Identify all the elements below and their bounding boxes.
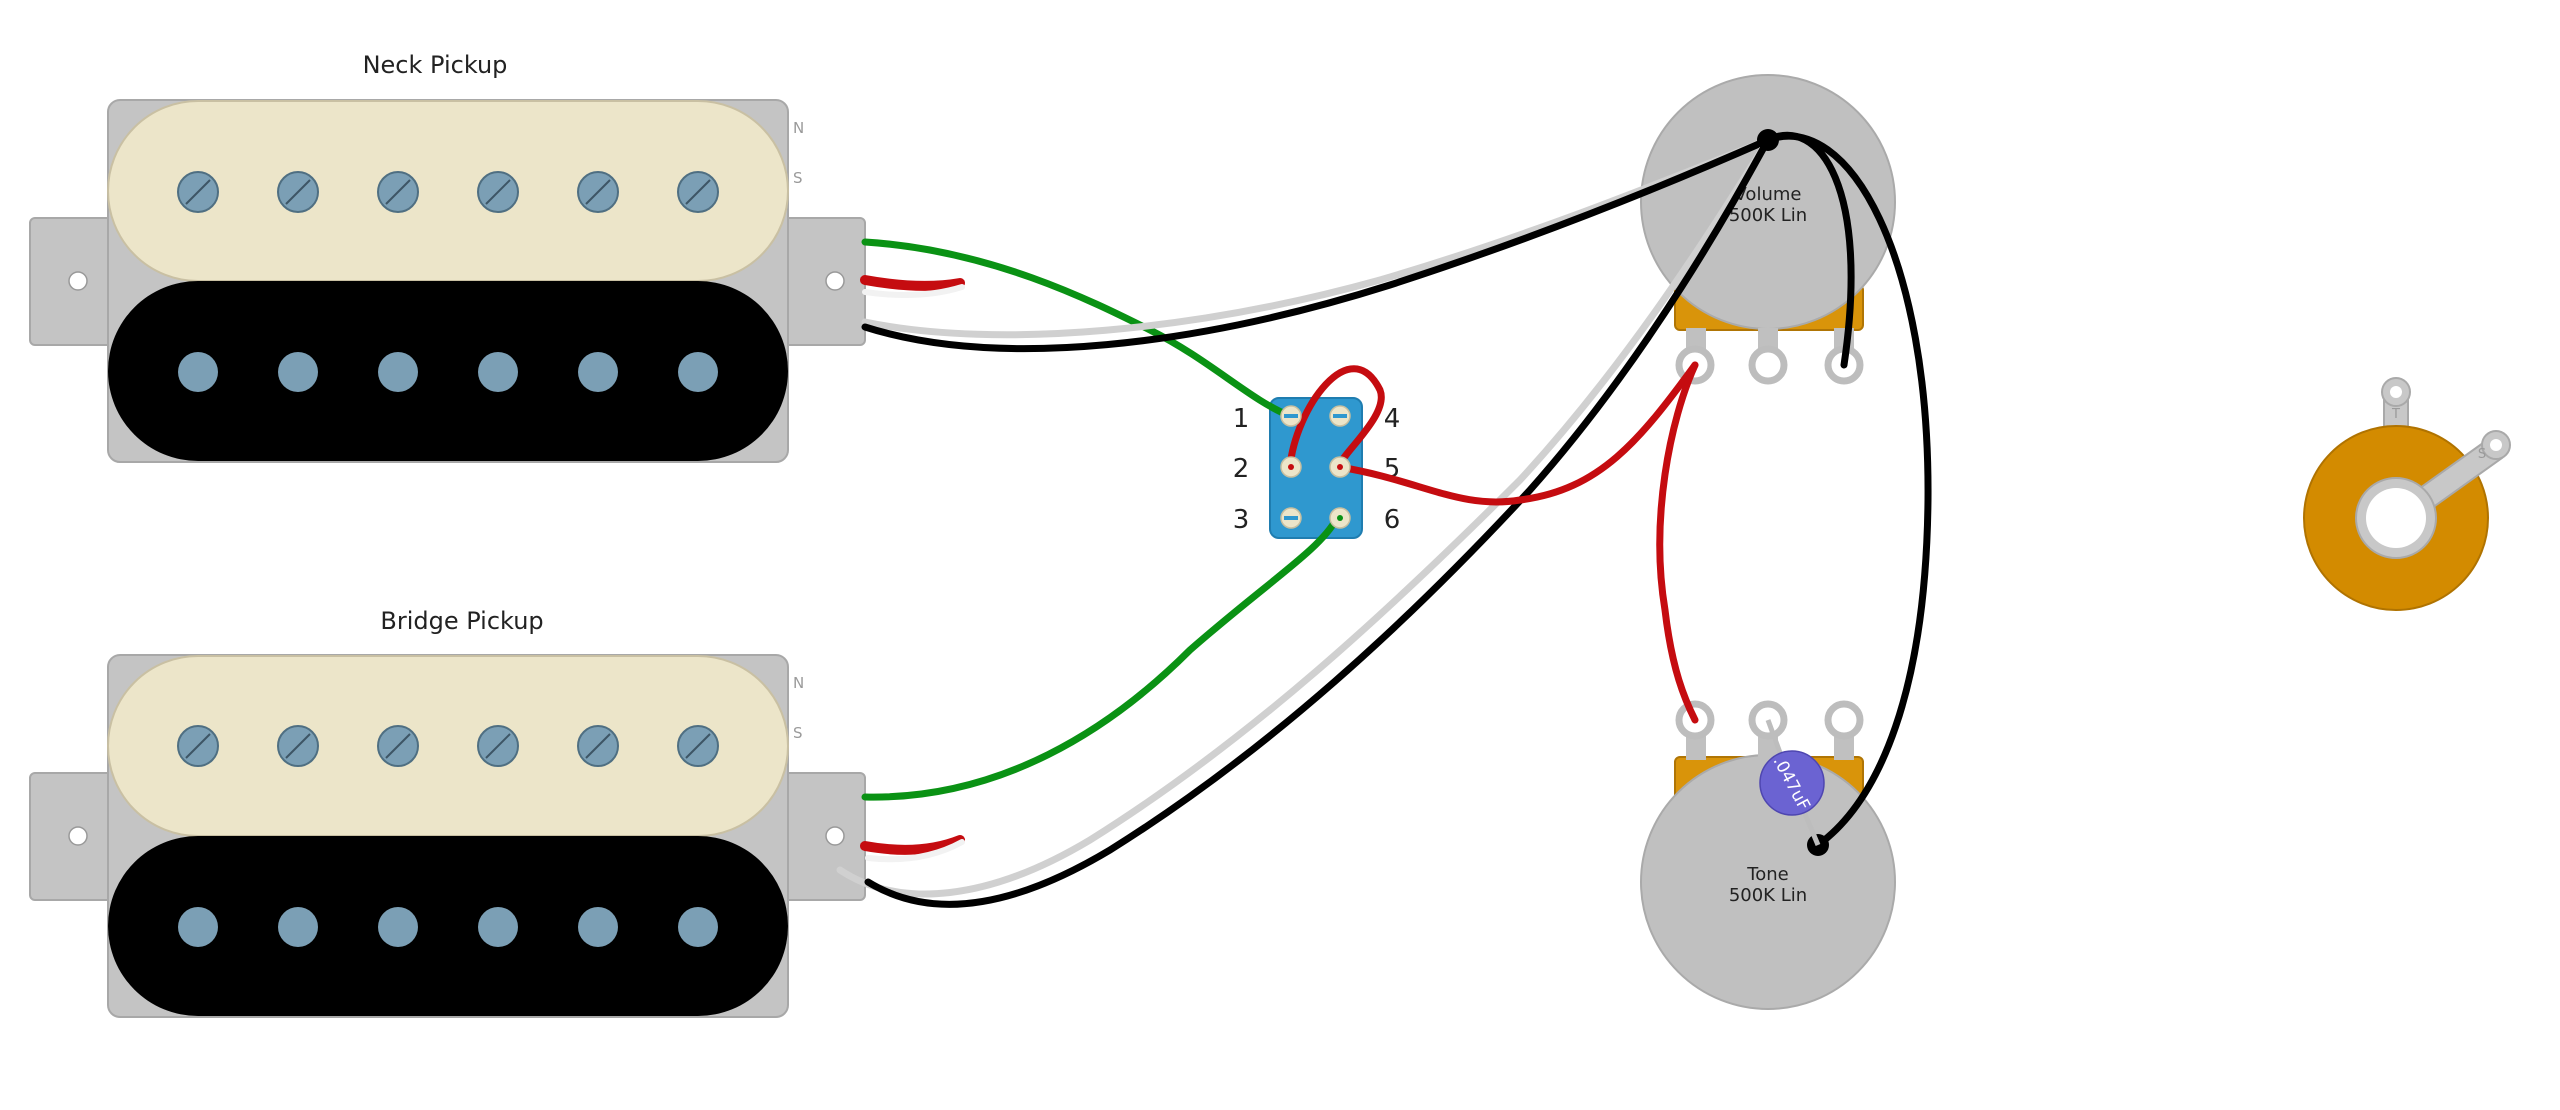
switch-output-wire — [1335, 361, 1699, 506]
screw-pole — [277, 171, 319, 213]
neck-pickup-left-mount-hole — [68, 271, 88, 291]
tone-pot-lug-stem — [1834, 735, 1854, 760]
tone-pot-value: 500K Lin — [1729, 885, 1807, 906]
tone-pot-name: Tone — [1746, 864, 1788, 885]
neck-pickup-label: Neck Pickup — [363, 51, 508, 79]
volume-pot: Volume 500K Lin — [1640, 74, 1896, 385]
screw-pole — [677, 725, 719, 767]
switch-lug-3 — [1280, 507, 1302, 529]
jack-sleeve-hole — [2490, 439, 2502, 451]
volume-pot-lug-stem — [1686, 328, 1706, 350]
bridge-white-ground-wire — [836, 136, 1772, 898]
screw-pole — [377, 725, 419, 767]
neck-black-ground-wire — [861, 136, 1772, 353]
tone-pot-lug-stem — [1758, 735, 1778, 760]
slug-pole — [278, 907, 318, 947]
slug-pole — [578, 907, 618, 947]
screw-pole — [177, 171, 219, 213]
slug-pole — [478, 907, 518, 947]
screw-pole — [677, 171, 719, 213]
neck-pickup-screw-poles — [177, 171, 719, 213]
neck-pickup-right-mount-hole — [825, 271, 845, 291]
switch-lug-4 — [1329, 405, 1351, 427]
switch-lug-number-4: 4 — [1384, 404, 1401, 434]
screw-pole — [277, 725, 319, 767]
neck-red-wire-stub — [860, 275, 965, 291]
screw-pole — [177, 725, 219, 767]
screw-pole — [477, 171, 519, 213]
switch-lug-number-1: 1 — [1233, 404, 1250, 434]
neck-pickup: Neck Pickup N S — [29, 51, 866, 463]
bridge-pickup-south-label: S — [793, 724, 803, 742]
switch-lug-5 — [1329, 456, 1351, 478]
slug-pole — [378, 907, 418, 947]
jack-sleeve-label: S — [2478, 447, 2486, 462]
bridge-pickup-right-mount-hole — [825, 826, 845, 846]
slug-pole — [178, 907, 218, 947]
bridge-pickup-black-bobbin — [108, 836, 788, 1016]
switch-lug-number-6: 6 — [1384, 505, 1401, 535]
tone-capacitor: .047uF — [1759, 719, 1825, 846]
bridge-pickup-slug-poles — [178, 907, 718, 947]
bridge-white-wire-stub — [865, 839, 965, 863]
switch-lugs — [1280, 405, 1351, 529]
wires — [836, 131, 1932, 908]
neck-pickup-south-label: S — [793, 169, 803, 187]
bridge-pickup-left-mount-hole — [68, 826, 88, 846]
volume-to-tone-ground-wire — [1764, 132, 1932, 849]
neck-pickup-black-bobbin — [108, 281, 788, 461]
screw-pole — [377, 171, 419, 213]
neck-pickup-north-label: N — [793, 119, 804, 137]
switch-lug-number-2: 2 — [1233, 454, 1250, 484]
slug-pole — [278, 352, 318, 392]
bridge-black-ground-wire — [864, 136, 1772, 908]
neck-hot-wire — [861, 238, 1294, 420]
volume-ground-solder-joint — [1757, 129, 1779, 151]
bridge-red-wire-stub — [860, 835, 965, 855]
volume-pot-lug-stem — [1758, 328, 1778, 350]
volume-to-tone-wire — [1656, 361, 1699, 724]
volume-pot-lug-2 — [1748, 345, 1788, 385]
switch-lug-number-3: 3 — [1233, 505, 1250, 535]
slug-pole — [478, 352, 518, 392]
jack-tip-hole — [2390, 386, 2402, 398]
screw-pole — [477, 725, 519, 767]
tone-pot-lug-3 — [1824, 700, 1864, 740]
bridge-pickup-north-label: N — [793, 674, 804, 692]
slug-pole — [178, 352, 218, 392]
bridge-pickup-screw-poles — [177, 725, 719, 767]
jack-tip-label: T — [2391, 407, 2400, 422]
slug-pole — [378, 352, 418, 392]
switch-lug-6 — [1329, 507, 1351, 529]
screw-pole — [577, 171, 619, 213]
slug-pole — [678, 352, 718, 392]
switch-lug-2 — [1280, 456, 1302, 478]
slug-pole — [678, 907, 718, 947]
output-jack: T S — [2303, 377, 2511, 611]
screw-pole — [577, 725, 619, 767]
bridge-pickup-label: Bridge Pickup — [380, 607, 543, 635]
switch-jumper-wire — [1286, 365, 1385, 471]
jack-hole — [2366, 488, 2426, 548]
tone-pot-lug-stem — [1686, 735, 1706, 760]
switch-lug-1 — [1280, 405, 1302, 427]
neck-white-wire-stub — [862, 284, 965, 299]
capacitor-body — [1759, 750, 1825, 816]
bridge-hot-wire — [861, 514, 1341, 801]
slug-pole — [578, 352, 618, 392]
volume-pot-value: 500K Lin — [1729, 205, 1807, 226]
tone-pot: Tone 500K Lin — [1640, 700, 1896, 1010]
neck-pickup-slug-poles — [178, 352, 718, 392]
bridge-pickup: Bridge Pickup N S — [29, 607, 866, 1018]
volume-pot-name: Volume — [1735, 184, 1802, 205]
